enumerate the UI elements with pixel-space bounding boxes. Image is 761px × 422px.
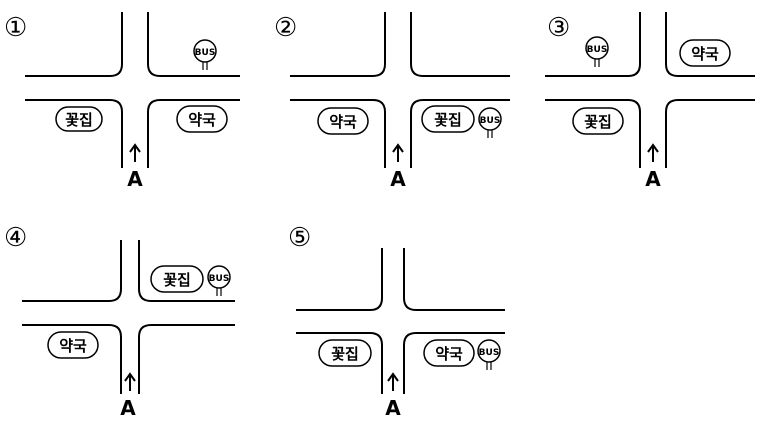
svg-text:약국: 약국 xyxy=(691,45,719,63)
option-4: ④ 꽃집 BUS 약국 A xyxy=(4,223,235,420)
svg-text:약국: 약국 xyxy=(188,111,216,129)
svg-text:꽃집: 꽃집 xyxy=(434,111,462,129)
bus-stop-label: BUS xyxy=(195,48,216,58)
intersection-roads xyxy=(22,240,235,394)
svg-text:꽃집: 꽃집 xyxy=(65,111,93,129)
svg-text:약국: 약국 xyxy=(435,345,463,363)
bus-stop-label: BUS xyxy=(480,116,501,126)
intersection-roads xyxy=(290,12,510,168)
arrow-up-icon xyxy=(387,372,399,391)
svg-text:꽃집: 꽃집 xyxy=(331,345,359,363)
intersection-roads xyxy=(545,12,755,168)
arrow-up-icon xyxy=(129,143,141,162)
svg-text:꽃집: 꽃집 xyxy=(584,113,612,131)
bus-stop-sign: BUS xyxy=(585,36,609,67)
option-number: ⑤ xyxy=(288,223,311,253)
bus-stop-sign: BUS xyxy=(477,339,501,370)
start-point-label: A xyxy=(645,167,661,191)
option-1: ① BUS 꽃집 약국 A xyxy=(4,12,240,191)
start-point-label: A xyxy=(390,167,406,191)
option-5: ⑤ 꽃집 약국 BUS A xyxy=(288,223,505,420)
pharmacy-label: 약국 xyxy=(47,331,99,359)
pharmacy-label: 약국 xyxy=(679,39,731,67)
flower-shop-label: 꽃집 xyxy=(318,339,372,367)
bus-stop-label: BUS xyxy=(209,274,230,284)
svg-text:꽃집: 꽃집 xyxy=(163,271,191,289)
bus-stop-sign: BUS xyxy=(193,39,217,70)
pharmacy-label: 약국 xyxy=(423,339,475,367)
option-number: ② xyxy=(274,13,297,43)
option-number: ① xyxy=(4,13,27,43)
option-number: ④ xyxy=(4,223,27,253)
pharmacy-label: 약국 xyxy=(176,105,228,133)
flower-shop-label: 꽃집 xyxy=(421,105,475,133)
option-2: ② 약국 꽃집 BUS A xyxy=(274,12,510,191)
intersection-roads xyxy=(25,12,240,168)
option-3: ③ BUS 약국 꽃집 A xyxy=(545,12,755,191)
arrow-up-icon xyxy=(392,143,404,162)
flower-shop-label: 꽃집 xyxy=(55,106,103,132)
bus-stop-sign: BUS xyxy=(478,107,502,138)
start-point-label: A xyxy=(120,396,136,420)
flower-shop-label: 꽃집 xyxy=(150,265,204,293)
start-point-label: A xyxy=(385,396,401,420)
intersection-roads xyxy=(296,248,505,394)
flower-shop-label: 꽃집 xyxy=(572,107,624,135)
pharmacy-label: 약국 xyxy=(317,107,369,135)
option-number: ③ xyxy=(547,13,570,43)
bus-stop-sign: BUS xyxy=(207,265,231,296)
svg-text:약국: 약국 xyxy=(59,337,87,355)
start-point-label: A xyxy=(127,167,143,191)
bus-stop-label: BUS xyxy=(479,348,500,358)
arrow-up-icon xyxy=(124,372,136,391)
bus-stop-label: BUS xyxy=(587,45,608,55)
arrow-up-icon xyxy=(647,143,659,162)
svg-text:약국: 약국 xyxy=(329,113,357,131)
